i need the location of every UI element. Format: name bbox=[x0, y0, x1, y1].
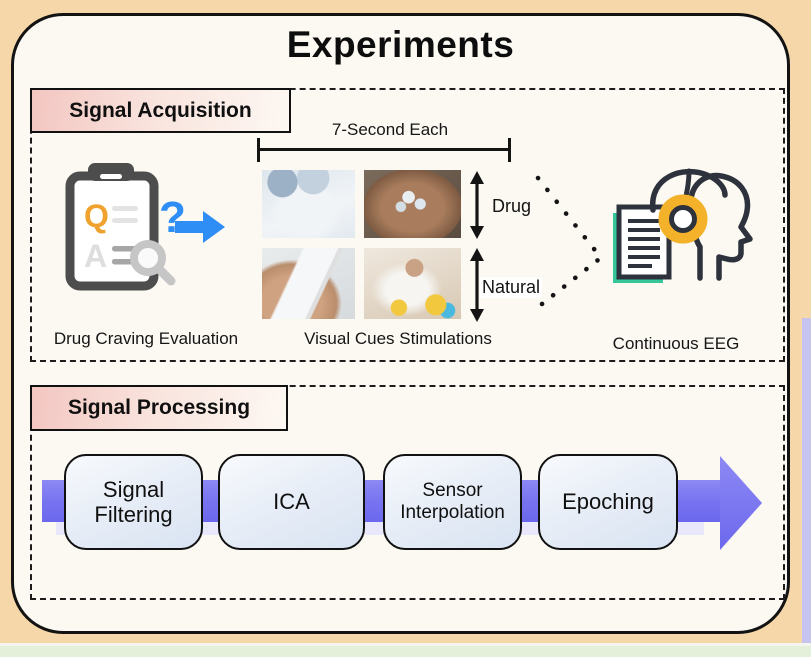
head-profile-outline bbox=[688, 172, 753, 281]
letter-q: Q bbox=[84, 198, 109, 234]
earpiece-inner-ring bbox=[669, 205, 697, 233]
duration-bracket-tick-right bbox=[508, 138, 511, 162]
dotted-connector-lines bbox=[535, 175, 601, 307]
step-ica: ICA bbox=[218, 454, 365, 550]
magnifier-icon bbox=[130, 240, 166, 276]
clipboard-question-icon: Q A ? bbox=[65, 163, 225, 291]
caption-visual-cues-stimulations: Visual Cues Stimulations bbox=[304, 329, 492, 348]
step-signal-filtering: Signal Filtering bbox=[64, 454, 203, 550]
cue-image-drug-crystals bbox=[262, 170, 355, 238]
step-sensor-interpolation: Sensor Interpolation bbox=[383, 454, 522, 550]
signal-processing-section bbox=[30, 385, 785, 600]
cue-image-hand-holding-drug bbox=[364, 170, 461, 238]
drug-category-label: Drug bbox=[492, 196, 532, 216]
clipboard-clip bbox=[88, 163, 134, 181]
natural-range-arrow bbox=[470, 248, 484, 322]
signal-acquisition-label: Signal Acquisition bbox=[30, 88, 291, 133]
duration-bracket-tick-left bbox=[257, 138, 260, 162]
adjacent-panel-strip-right bbox=[802, 318, 811, 644]
letter-a: A bbox=[84, 238, 107, 274]
drug-range-arrow bbox=[470, 171, 484, 239]
head-with-headphones-icon bbox=[613, 168, 753, 283]
arrow-right-icon bbox=[175, 221, 204, 233]
page-title: Experiments bbox=[286, 24, 515, 65]
cue-image-person-cleaning bbox=[364, 248, 461, 319]
question-mark-icon: ? bbox=[159, 193, 186, 242]
duration-bracket-line bbox=[258, 148, 511, 151]
adjacent-panel-strip-bottom bbox=[0, 643, 811, 657]
caption-continuous-eeg: Continuous EEG bbox=[612, 334, 740, 353]
duration-label: 7-Second Each bbox=[331, 120, 449, 139]
step-epoching: Epoching bbox=[538, 454, 678, 550]
caption-drug-craving-evaluation: Drug Craving Evaluation bbox=[53, 329, 239, 348]
natural-category-label: Natural bbox=[480, 277, 543, 298]
cue-image-hand-holding-bottle bbox=[262, 248, 355, 319]
signal-processing-label: Signal Processing bbox=[30, 385, 288, 431]
signal-acquisition-section bbox=[30, 88, 785, 362]
